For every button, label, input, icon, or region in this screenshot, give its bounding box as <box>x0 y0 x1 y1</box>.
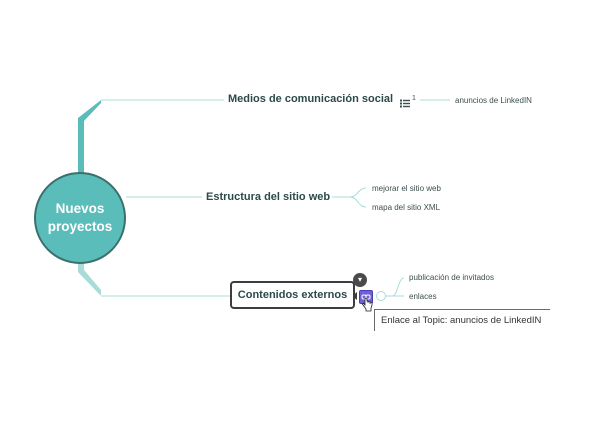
topic-contenidos-label: Contenidos externos <box>237 289 348 301</box>
subtopic-publicacion[interactable]: publicación de invitados <box>409 273 494 282</box>
subtopic-mejorar[interactable]: mejorar el sitio web <box>372 184 441 193</box>
subtopic-anuncios[interactable]: anuncios de LinkedIN <box>455 96 532 105</box>
notes-count: 1 <box>412 95 416 102</box>
central-topic[interactable]: Nuevos proyectos <box>34 172 126 264</box>
chevron-down-icon[interactable]: ▾ <box>353 273 367 287</box>
link-tooltip: Enlace al Topic: anuncios de LinkedIN <box>374 309 550 331</box>
topic-estructura[interactable]: Estructura del sitio web <box>206 191 331 203</box>
central-topic-label: Nuevos proyectos <box>47 201 113 234</box>
subtopic-mapa[interactable]: mapa del sitio XML <box>372 203 441 212</box>
topic-contenidos[interactable]: Contenidos externos <box>230 281 355 309</box>
topic-medios[interactable]: Medios de comunicación social <box>228 93 394 105</box>
subtopic-enlaces[interactable]: enlaces <box>409 292 437 301</box>
hand-pointer-icon <box>361 297 373 317</box>
list-icon[interactable] <box>400 95 410 113</box>
tooltip-text: Enlace al Topic: anuncios de LinkedIN <box>381 315 542 326</box>
